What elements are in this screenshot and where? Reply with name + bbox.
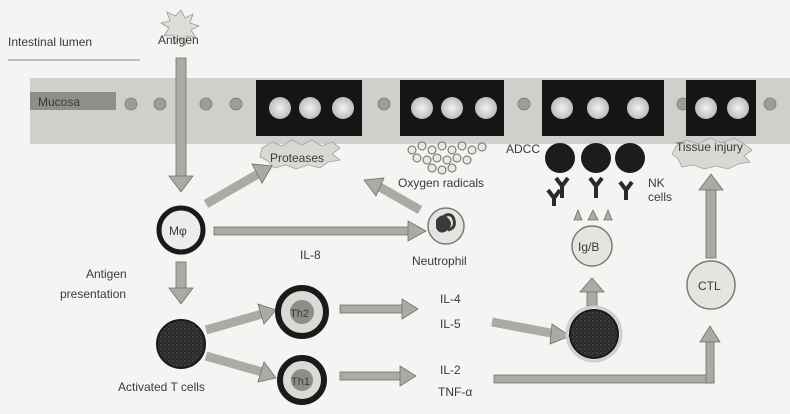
adcc-label: ADCC [506, 142, 540, 156]
antigen-presentation-label-1: Antigen [86, 267, 127, 281]
neutrophil-cell [428, 208, 464, 244]
nk-cells-label-2: cells [648, 190, 672, 204]
arrow-th2-to-il4 [340, 299, 418, 319]
oxygen-radicals-label: Oxygen radicals [398, 176, 484, 190]
igb-cell: Ig/B [572, 226, 612, 266]
mucosa-label-tag: Mucosa [30, 92, 116, 110]
activated-t-cell [157, 320, 205, 368]
arrow-ctl-to-tissue-injury [699, 174, 723, 258]
arrow-il5-to-bcell [492, 322, 570, 344]
tissue-injury-label: Tissue injury [676, 140, 743, 154]
nk-cells-label-1: NK [648, 176, 665, 190]
arrow-macrophage-to-tcells [169, 262, 193, 304]
epithelial-block-1 [256, 80, 362, 136]
nk-cell-cluster [545, 143, 645, 206]
oxygen-radicals-bubbles [408, 142, 486, 174]
epithelial-block-3 [542, 80, 664, 136]
svg-text:Mφ: Mφ [169, 224, 187, 238]
svg-text:Th2: Th2 [290, 308, 309, 320]
tnf-alpha-label: TNF-α [438, 385, 472, 399]
svg-text:Intestinal lumen: Intestinal lumen [8, 35, 92, 49]
arrow-tcells-to-th2 [206, 304, 276, 330]
proteases-label: Proteases [270, 151, 324, 165]
arrow-macrophage-to-proteases [206, 164, 272, 204]
antigen-presentation-label-2: presentation [60, 287, 126, 301]
il5-label: IL-5 [440, 317, 461, 331]
svg-text:CTL: CTL [698, 279, 721, 293]
neutrophil-label: Neutrophil [412, 254, 467, 268]
svg-text:Th1: Th1 [291, 376, 310, 388]
antigen-label: Antigen [158, 33, 199, 47]
th1-cell: Th1 [280, 358, 324, 402]
svg-text:Mucosa: Mucosa [38, 95, 80, 109]
arrow-tcells-to-th1 [206, 356, 276, 382]
il8-label: IL-8 [300, 248, 321, 262]
arrow-igb-to-nk [574, 210, 612, 220]
b-cell [567, 307, 621, 361]
intestinal-lumen-label: Intestinal lumen [8, 35, 140, 60]
il2-label: IL-2 [440, 363, 461, 377]
epithelial-block-4 [686, 80, 756, 136]
arrow-bcell-to-igb [580, 278, 604, 306]
arrow-macrophage-to-neutrophil [214, 221, 426, 241]
arrow-th1-to-il2 [340, 366, 416, 386]
ctl-cell: CTL [687, 261, 735, 309]
epithelial-block-2 [400, 80, 504, 136]
activated-t-cells-label: Activated T cells [118, 380, 205, 394]
il4-label: IL-4 [440, 292, 461, 306]
macrophage-cell: Mφ [159, 208, 203, 252]
th2-cell: Th2 [278, 288, 326, 336]
svg-text:Ig/B: Ig/B [578, 240, 599, 254]
